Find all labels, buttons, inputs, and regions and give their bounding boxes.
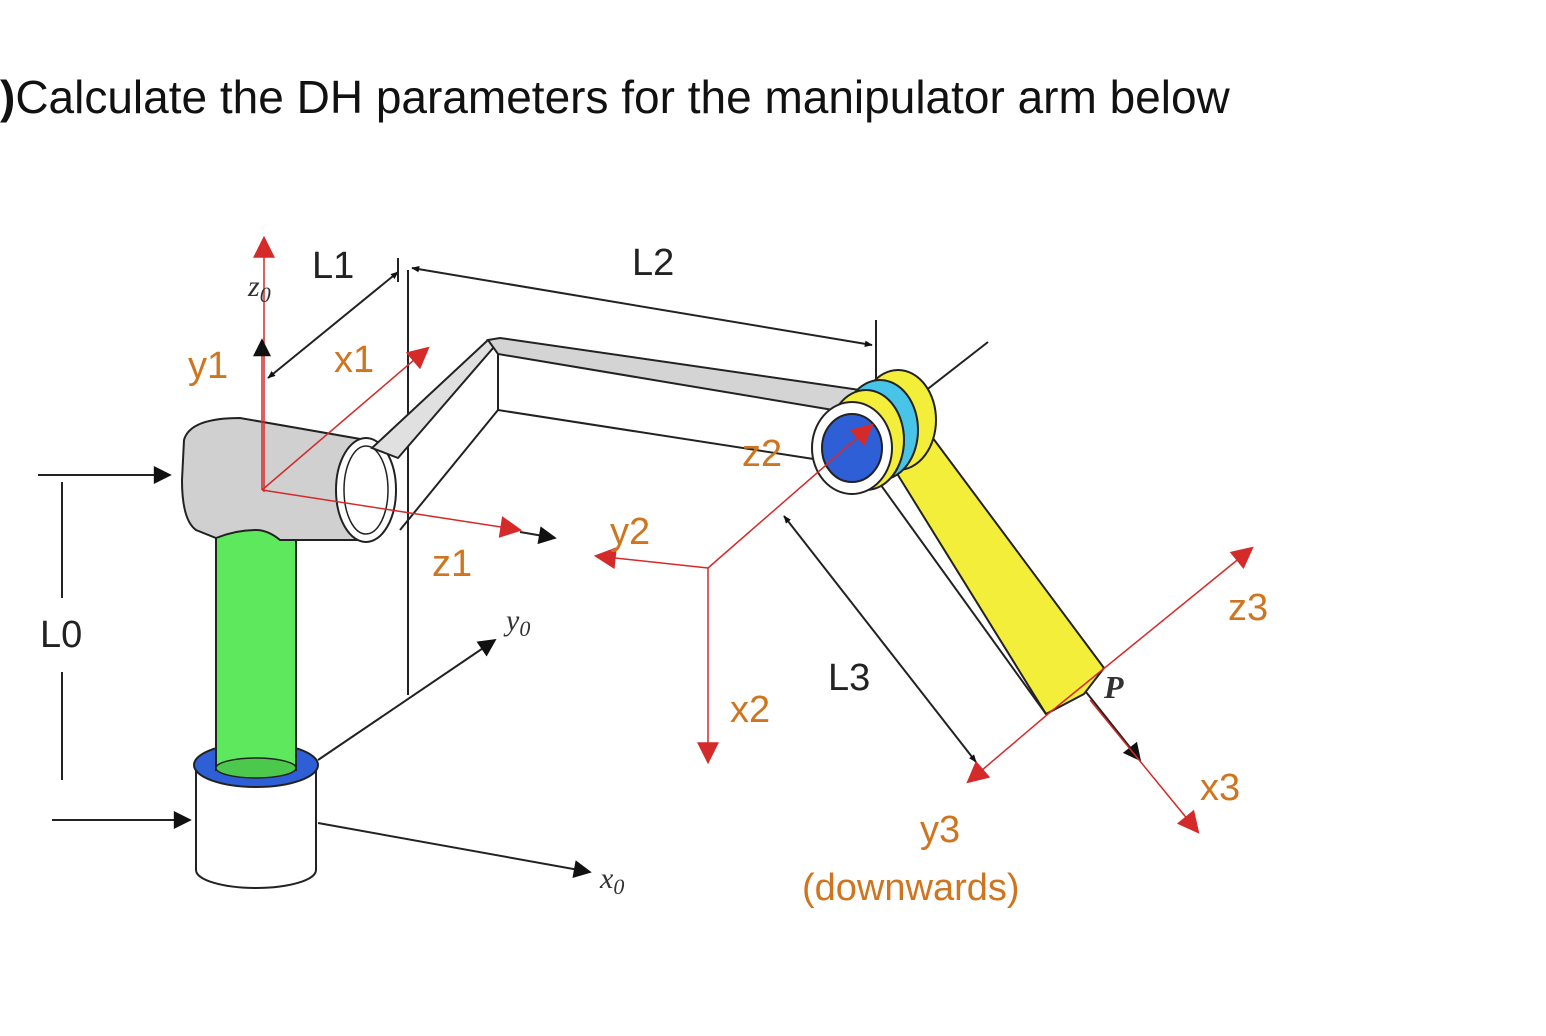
- z2-axis: [707, 423, 874, 569]
- labels: L0 L1 L2 L3 z0 y0 x0 y1 x1 z1 z2 y2 x2 z…: [40, 242, 1268, 909]
- question-bullet: ): [0, 71, 16, 123]
- L0-dimension: [38, 466, 192, 829]
- x3-axis: [1089, 699, 1200, 834]
- L1-L2-dimensions: [267, 258, 989, 396]
- z1-axis: [261, 489, 523, 538]
- P-label: P: [1103, 669, 1124, 705]
- y3-axis: [966, 713, 1049, 784]
- L1-dimension: [267, 271, 399, 379]
- x2-label: x2: [730, 689, 770, 731]
- z3-label: z3: [1228, 587, 1268, 629]
- z0-label: z0: [247, 270, 271, 307]
- z3-axis: [1047, 546, 1254, 715]
- P-axis: [1085, 691, 1142, 762]
- y0-label: y0: [503, 604, 530, 641]
- green-column: [215, 519, 297, 779]
- red-frames: [253, 235, 1254, 834]
- L3-label: L3: [828, 657, 870, 699]
- shoulder-block: [180, 416, 397, 543]
- y1-label: y1: [188, 345, 228, 387]
- x0-label: x0: [599, 862, 624, 899]
- y3-note: (downwards): [802, 867, 1020, 909]
- y2-axis: [593, 547, 709, 570]
- L1-label: L1: [312, 245, 354, 287]
- L2-label: L2: [632, 242, 674, 284]
- x0-axis: [317, 822, 592, 878]
- base-frame-axes: [317, 270, 592, 878]
- x3-label: x3: [1200, 767, 1240, 809]
- L0-label: L0: [40, 614, 82, 656]
- L3-dimension: [783, 515, 977, 763]
- z2-label: z2: [742, 433, 782, 475]
- y2-label: y2: [610, 511, 650, 553]
- y0-axis: [317, 638, 497, 761]
- x1-axis: [261, 346, 430, 491]
- question-body: Calculate the DH parameters for the mani…: [15, 71, 1230, 123]
- y3-label: y3: [920, 809, 960, 851]
- x1-label: x1: [334, 339, 374, 381]
- link1-link2-bar: [370, 336, 862, 531]
- L2-dimension: [411, 266, 873, 347]
- z1-label: z1: [432, 543, 472, 585]
- question-text: )Calculate the DH parameters for the man…: [0, 70, 1230, 124]
